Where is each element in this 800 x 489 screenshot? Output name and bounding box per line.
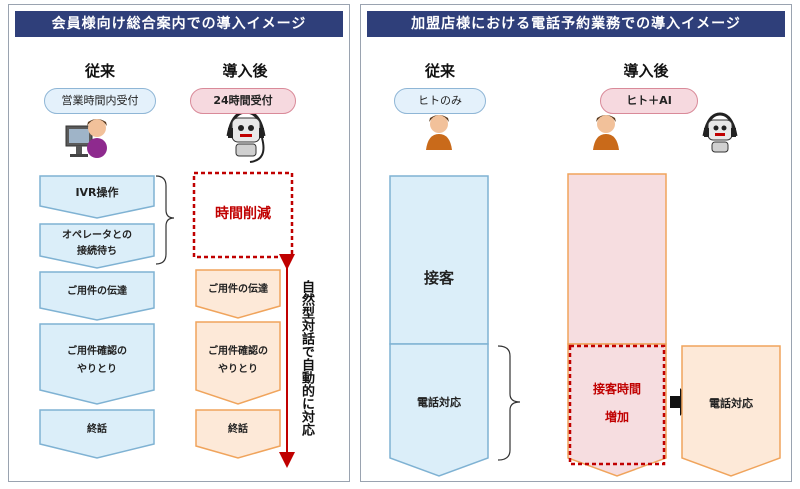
auto-response-note: 自然型対話で自動的に対応 [299,280,314,436]
increase-label-1: 接客時間 [592,382,641,396]
time-reduced-label: 時間削減 [215,205,271,222]
left-panel-title: 会員様向け総合案内での導入イメージ [15,11,343,37]
before-step-end-shape [39,409,155,459]
pill-human-ai: ヒト＋AI [600,88,698,114]
increase-label-2: 増加 [604,410,629,424]
ai-phone-bar [681,345,781,477]
person-icon-before [426,115,452,150]
after-step-convey: ご用件の伝達 [208,283,268,295]
left-col-after-heading: 導入後 [222,62,268,80]
ai-phone-label: 電話対応 [709,396,753,410]
before-customer-service-label: 接客 [423,268,454,287]
before-step-wait-shape [39,223,155,269]
before-step-confirm-2: やりとり [77,363,117,375]
right-col-before-heading: 従来 [424,62,455,80]
before-step-ivr-shape [39,175,155,219]
before-phone-label: 電話対応 [417,395,461,409]
pill-human-only: ヒトのみ [394,88,486,114]
right-panel-title: 加盟店様における電話予約業務での導入イメージ [367,11,785,37]
after-customer-service-bar [567,173,667,345]
robot-icon-right [702,112,738,153]
left-col-before-heading: 従来 [84,62,115,80]
before-step-confirm-shape [39,323,155,405]
right-bracket [497,345,521,461]
before-step-convey: ご用件の伝達 [67,285,127,297]
pill-24h: 24時間受付 [190,88,296,114]
before-step-end: 終話 [87,423,107,435]
before-customer-service-bar [389,175,489,345]
after-step-confirm-1: ご用件確認の [208,345,268,357]
increase-dotted-box [568,344,666,466]
after-step-convey-shape [195,269,281,319]
left-bracket [155,175,175,265]
time-reduced-box [192,171,294,259]
after-step-confirm-shape [195,321,281,405]
person-icon-after [593,115,619,150]
pc-operator-icon [65,119,107,158]
robot-icon-left [226,110,266,163]
pill-business-hours: 営業時間内受付 [44,88,156,114]
after-increase-bar [567,343,667,477]
after-step-end: 終話 [228,423,248,435]
right-col-after-heading: 導入後 [623,62,669,80]
before-step-ivr: IVR操作 [75,185,119,199]
before-step-wait-2: 接続待ち [77,245,117,257]
handoff-arrow [670,388,692,416]
before-step-confirm-1: ご用件確認の [67,345,127,357]
before-step-wait-1: オペレータとの [62,229,132,241]
after-step-confirm-2: やりとり [218,363,258,375]
before-step-convey-shape [39,271,155,321]
after-step-end-shape [195,409,281,459]
before-phone-bar [389,343,489,477]
